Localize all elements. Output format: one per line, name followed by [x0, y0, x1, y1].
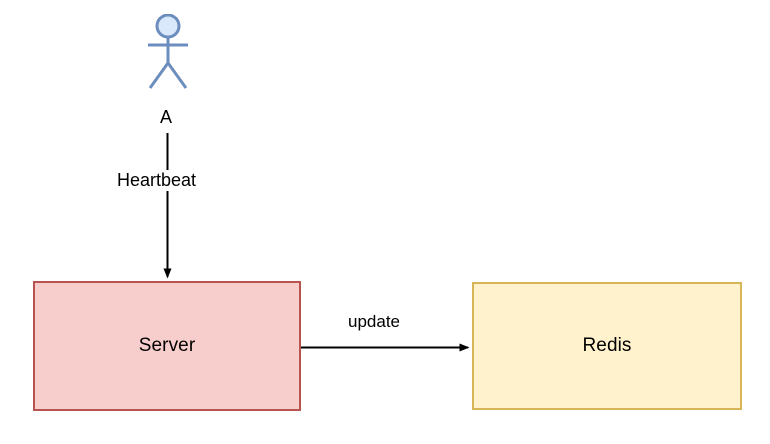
actor-left-leg-icon: [148, 62, 170, 89]
edge-label-update: update: [348, 312, 400, 331]
node-redis[interactable]: Redis: [472, 282, 742, 410]
edge-label-heartbeat: Heartbeat: [115, 170, 199, 191]
actor-right-leg-icon: [166, 62, 188, 89]
actor-head-icon: [155, 14, 181, 39]
node-server-label: Server: [138, 334, 196, 356]
actor-node[interactable]: [138, 14, 198, 94]
actor-label: A: [158, 107, 175, 128]
node-server[interactable]: Server: [33, 281, 301, 411]
actor-icon: [148, 14, 188, 89]
node-redis-label: Redis: [582, 334, 632, 356]
